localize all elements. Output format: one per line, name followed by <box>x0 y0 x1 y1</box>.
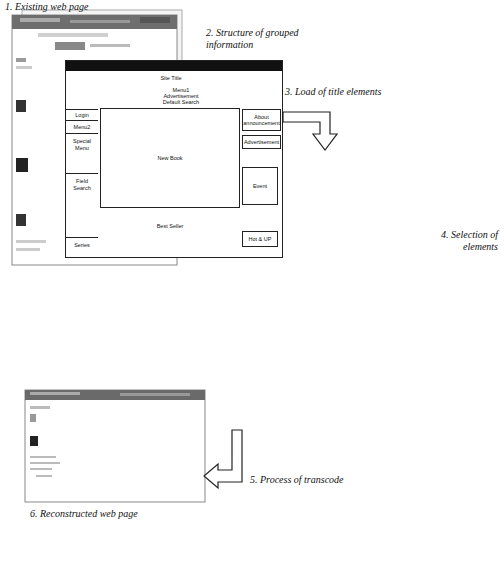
layout-region: About announcement <box>242 109 281 131</box>
hollow-arrow <box>283 112 337 150</box>
layout-structure: Site TitleMenu1AdvertisementDefault Sear… <box>65 60 283 258</box>
step-caption: 1. Existing web page <box>5 1 175 13</box>
layout-region: Menu2 <box>66 120 98 133</box>
layout-region: Series <box>66 237 98 253</box>
region-label: Series <box>74 242 90 248</box>
layout-region: Advertisement <box>242 135 281 149</box>
page-screenshot: 6. Reconstructed web page <box>25 390 205 502</box>
hollow-arrow <box>204 430 242 488</box>
region-label: New Book <box>157 155 182 161</box>
region-label: Site Title <box>160 75 181 81</box>
region-label: Best Seller <box>157 223 184 229</box>
region-label: Advertisement <box>163 93 198 99</box>
region-label: About announcement <box>243 114 279 127</box>
region-label: Event <box>253 183 267 189</box>
region-label: Hot & UP <box>249 236 272 242</box>
title-bar <box>66 61 282 71</box>
step-caption: 6. Reconstructed web page <box>30 508 210 520</box>
layout-region: Event <box>242 167 278 205</box>
step-caption: 3. Load of title elements <box>285 86 415 98</box>
region-label: Default Search <box>163 99 199 105</box>
region-label: Login <box>75 112 88 118</box>
step-caption: 2. Structure of grouped information <box>206 27 314 50</box>
layout-region: New Book <box>100 108 240 208</box>
region-label: Special Menu <box>68 138 96 151</box>
layout-region: Special Menu <box>66 133 98 155</box>
step-caption: 5. Process of transcode <box>250 474 370 486</box>
layout-region: Field Search <box>66 173 98 195</box>
reconstructed-page-screenshot <box>25 390 205 502</box>
step-caption: 4. Selection of elements <box>422 229 498 252</box>
region-label: Field Search <box>68 178 96 191</box>
layout-region: Site Title <box>106 73 236 84</box>
layout-region: Menu1AdvertisementDefault Search <box>126 84 236 108</box>
region-label: Advertisement <box>244 139 279 145</box>
region-label: Menu1 <box>173 87 190 93</box>
layout-region: Hot & UP <box>242 231 278 247</box>
layout-region: Best Seller <box>100 216 240 236</box>
region-label: Menu2 <box>74 124 91 130</box>
layout-region: Login <box>66 109 98 120</box>
